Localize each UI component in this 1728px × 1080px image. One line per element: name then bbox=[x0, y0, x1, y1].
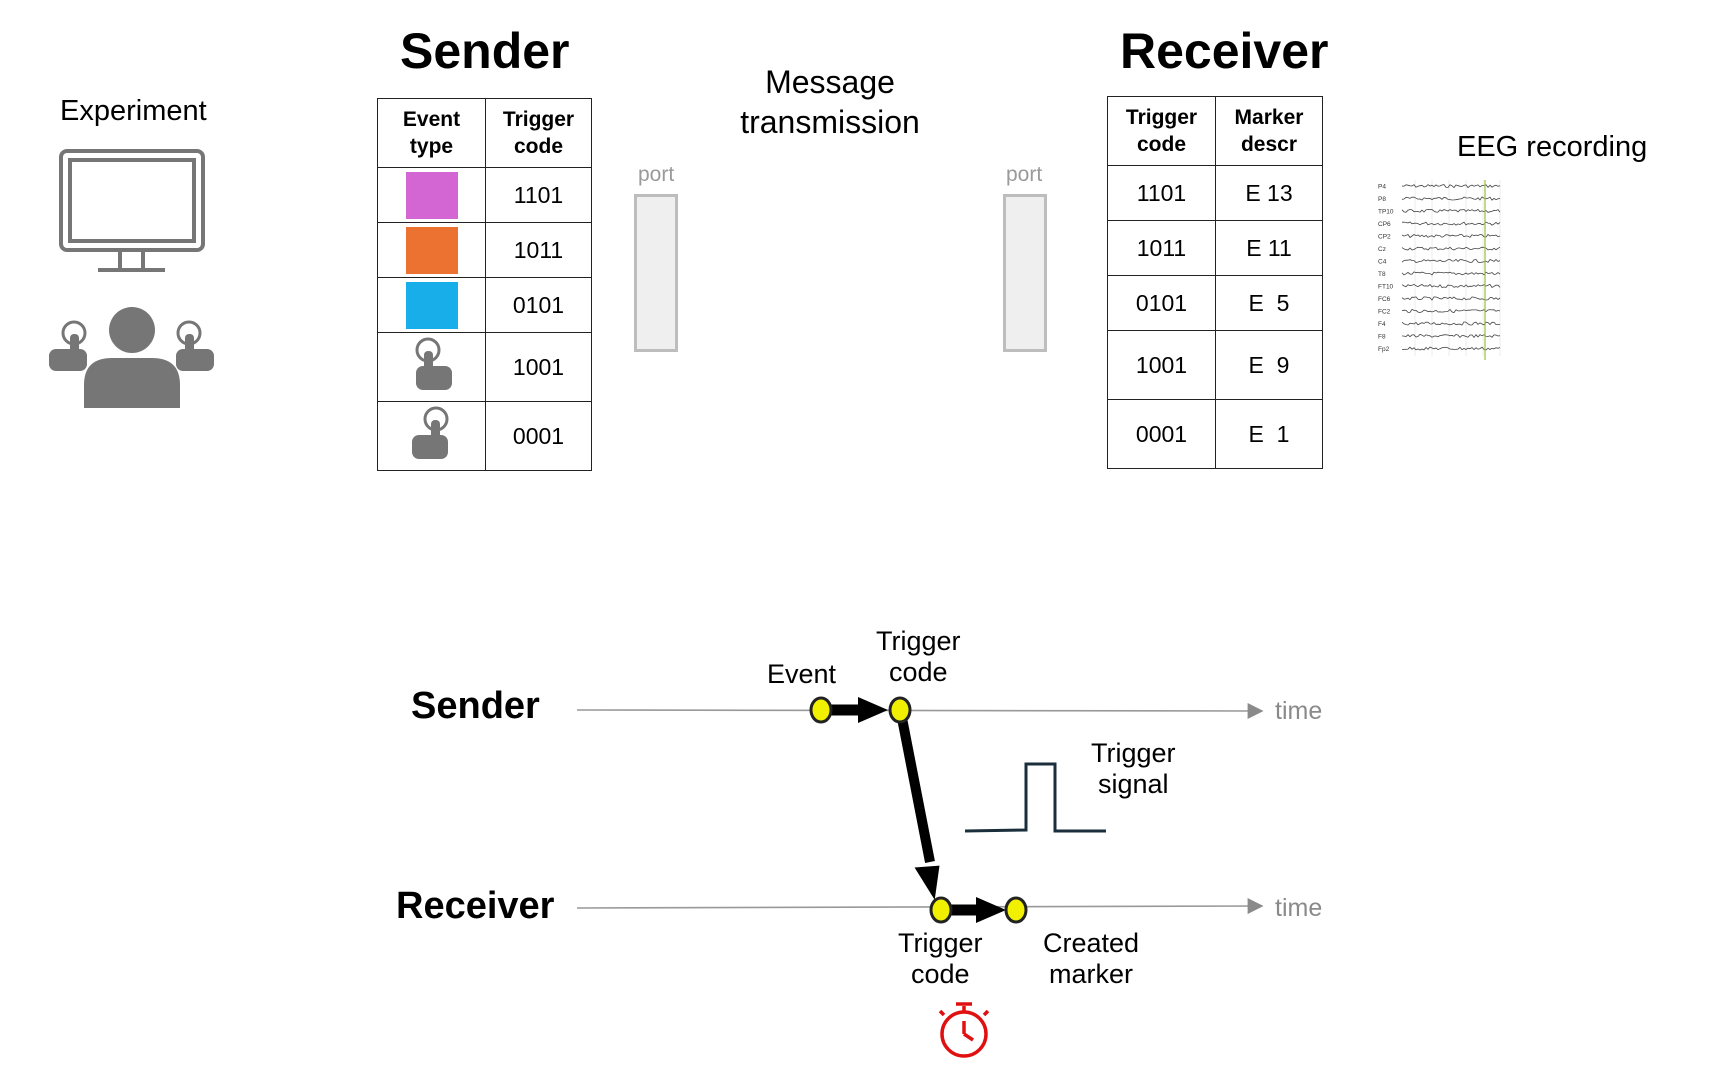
receiver-title: Receiver bbox=[1120, 23, 1329, 79]
eeg-channel-label: TP10 bbox=[1378, 209, 1394, 216]
trigger-code-cell: 1011 bbox=[485, 222, 592, 278]
sender-trigger-node bbox=[888, 696, 912, 724]
created-marker-label: Created marker bbox=[1043, 928, 1140, 990]
eeg-trace bbox=[1401, 233, 1501, 239]
trigger-code-cell: 0101 bbox=[1107, 275, 1216, 331]
eeg-trace bbox=[1401, 346, 1501, 351]
receiver-trigger-code-label: Trigger code bbox=[898, 928, 983, 990]
sender-trigger-code-label: Trigger code bbox=[876, 626, 961, 688]
eeg-channel-label: Fp2 bbox=[1378, 346, 1390, 353]
trigger-code-cell: 0001 bbox=[1107, 399, 1216, 469]
event-type-cell bbox=[377, 401, 486, 471]
sender-port-label: port bbox=[638, 163, 675, 186]
timeline-sender-label: Sender bbox=[411, 685, 540, 727]
marker-cell: E 13 bbox=[1215, 165, 1323, 221]
trigger-code-cell: 0101 bbox=[485, 277, 592, 333]
receiver-time-label: time bbox=[1275, 894, 1323, 922]
trigger-code-cell: 1101 bbox=[485, 167, 592, 223]
sender-title: Sender bbox=[400, 23, 570, 79]
eeg-trace bbox=[1401, 321, 1500, 326]
eeg-channel-label: CP6 bbox=[1378, 221, 1391, 228]
trigger-code-cell: 1001 bbox=[485, 332, 592, 402]
experiment-label: Experiment bbox=[60, 95, 207, 127]
right-touch-hand-icon bbox=[176, 320, 214, 371]
eeg-trace bbox=[1401, 296, 1501, 301]
event-node bbox=[809, 696, 833, 724]
eeg-channel-label: C4 bbox=[1378, 259, 1387, 266]
trigger-code-cell: 1101 bbox=[1107, 165, 1216, 221]
eeg-trace bbox=[1401, 271, 1501, 276]
eeg-trace bbox=[1401, 208, 1501, 213]
sender-time-label: time bbox=[1275, 697, 1323, 725]
eeg-channel-label: P4 bbox=[1378, 184, 1386, 191]
eeg-channel-label: Cz bbox=[1378, 246, 1386, 253]
eeg-trace bbox=[1401, 333, 1501, 339]
eeg-trace bbox=[1401, 196, 1501, 201]
eeg-channel-label: F4 bbox=[1378, 321, 1386, 328]
eeg-trace bbox=[1401, 246, 1501, 251]
event-type-cell bbox=[377, 167, 486, 223]
receiver-port bbox=[1003, 194, 1047, 352]
eeg-channel-label: P8 bbox=[1378, 196, 1386, 203]
sender-port bbox=[634, 194, 678, 352]
eeg-channel-label: FC2 bbox=[1378, 309, 1391, 316]
left-touch-icon bbox=[415, 337, 452, 390]
event-type-cell bbox=[377, 222, 486, 278]
orange-square bbox=[405, 226, 458, 274]
receiver-time-axis bbox=[576, 898, 1264, 915]
marker-node bbox=[1004, 896, 1028, 924]
eeg-recording-label: EEG recording bbox=[1457, 131, 1648, 163]
eeg-channel-label: FT10 bbox=[1378, 284, 1394, 291]
eeg-trace bbox=[1401, 308, 1501, 314]
eeg-trace bbox=[1401, 258, 1501, 264]
event-to-trigger-arrow bbox=[830, 697, 888, 723]
eeg-channel-label: CP2 bbox=[1378, 234, 1391, 241]
message-transmission-label: Message transmission bbox=[740, 64, 920, 140]
transmission-arrow bbox=[896, 712, 940, 900]
eeg-channel-label: FC6 bbox=[1378, 296, 1391, 303]
event-label: Event bbox=[767, 659, 837, 689]
eeg-trace bbox=[1401, 221, 1501, 226]
magenta-square bbox=[405, 171, 458, 219]
receiver-port-label: port bbox=[1006, 163, 1043, 186]
eeg-channel-label: T8 bbox=[1378, 271, 1386, 278]
sender-header-trigger-code: Trigger code bbox=[485, 98, 592, 168]
person-icon bbox=[84, 307, 180, 408]
marker-cell: E 1 bbox=[1215, 399, 1323, 469]
stopwatch-icon bbox=[938, 1002, 990, 1058]
sender-table: Event type Trigger code 1101 1011 0101 1… bbox=[377, 98, 592, 471]
trigger-signal-label: Trigger signal bbox=[1091, 738, 1176, 800]
left-touch-hand-icon bbox=[49, 320, 87, 371]
sender-header-event-type: Event type bbox=[377, 98, 486, 168]
event-type-cell bbox=[377, 277, 486, 333]
timeline-receiver-label: Receiver bbox=[396, 885, 555, 927]
sender-time-axis bbox=[576, 702, 1264, 719]
blue-square bbox=[405, 281, 458, 329]
eeg-channel-label: F8 bbox=[1378, 334, 1386, 341]
eeg-trace bbox=[1401, 283, 1501, 289]
right-touch-icon bbox=[411, 406, 448, 459]
receiver-header-marker-descr: Marker descr bbox=[1215, 96, 1323, 166]
receiver-trigger-node bbox=[929, 896, 953, 924]
trigger-signal-pulse bbox=[964, 762, 1106, 833]
trigger-code-cell: 0001 bbox=[485, 401, 592, 471]
trigger-to-marker-arrow bbox=[950, 897, 1006, 923]
monitor-icon bbox=[59, 149, 205, 272]
eeg-trace bbox=[1401, 184, 1501, 189]
